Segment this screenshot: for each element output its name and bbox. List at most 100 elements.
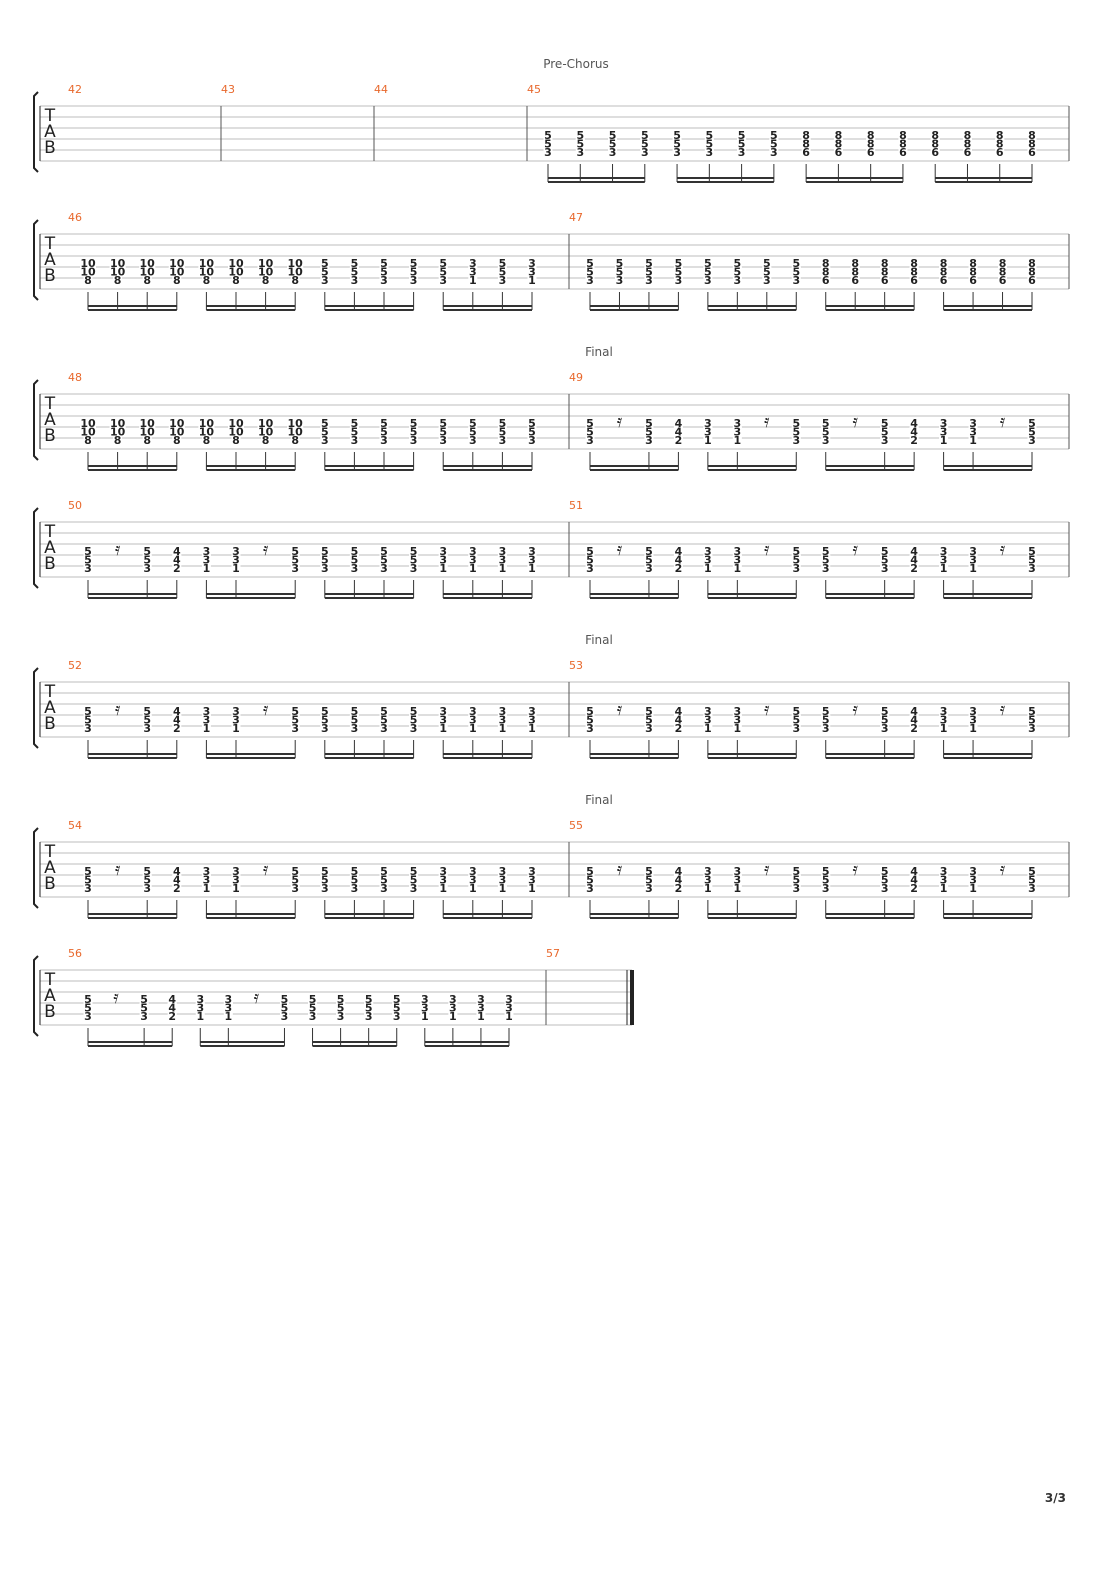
fret-number: 5	[675, 257, 683, 270]
fret-number: 3	[232, 714, 240, 727]
fret-mask	[909, 555, 919, 564]
fret-number: 8	[262, 434, 270, 447]
fret-mask	[640, 130, 650, 140]
fret-number: 5	[822, 714, 830, 727]
fret-number: 6	[940, 274, 948, 287]
fret-mask	[791, 875, 801, 884]
fret-mask	[939, 866, 949, 876]
fret-number: 10	[110, 417, 126, 430]
fret-mask	[732, 555, 742, 564]
tab-letter: A	[44, 250, 56, 270]
fret-number: 5	[410, 266, 418, 279]
fret-mask	[139, 1011, 149, 1021]
fret-mask	[644, 563, 654, 573]
beam	[825, 593, 915, 595]
fret-mask	[673, 883, 683, 893]
fret-number: 5	[706, 129, 714, 142]
fret-number: 5	[792, 714, 800, 727]
fret-mask	[497, 563, 507, 573]
fret-mask	[468, 563, 478, 573]
sixteenth-rest: 𝄿	[617, 699, 623, 720]
fret-number: 5	[881, 417, 889, 430]
fret-number: 8	[203, 274, 211, 287]
fret-number: 1	[940, 882, 948, 895]
fret-number: 3	[143, 722, 151, 735]
fret-number: 1	[969, 562, 977, 575]
fret-number: 8	[899, 129, 907, 142]
fret-mask	[821, 435, 831, 445]
fret-number: 5	[586, 426, 594, 439]
fret-number: 4	[675, 714, 683, 727]
fret-mask	[497, 258, 507, 268]
fret-mask	[1027, 563, 1037, 573]
sixteenth-rest: 𝄿	[115, 859, 121, 880]
beam	[443, 465, 532, 467]
fret-mask	[821, 883, 831, 893]
fret-mask	[420, 1011, 430, 1021]
fret-mask	[703, 723, 713, 733]
fret-number: 3	[365, 1010, 373, 1023]
fret-mask	[762, 258, 772, 268]
fret-mask	[614, 267, 624, 276]
fret-mask	[644, 418, 654, 428]
fret-number: 3	[232, 554, 240, 567]
beam	[324, 469, 414, 471]
fret-mask	[497, 427, 507, 436]
fret-number: 5	[586, 417, 594, 430]
fret-number: 5	[309, 1002, 317, 1015]
fret-number: 5	[881, 865, 889, 878]
fret-mask	[909, 546, 919, 556]
fret-mask	[673, 267, 683, 276]
fret-mask	[995, 147, 1005, 157]
fret-number: 10	[80, 257, 96, 270]
fret-number: 10	[80, 266, 96, 279]
fret-number: 3	[645, 274, 653, 287]
fret-mask	[930, 130, 940, 140]
fret-number: 10	[258, 257, 274, 270]
fret-mask	[201, 883, 211, 893]
fret-mask	[231, 555, 241, 564]
tab-system: FinalTAB54553𝄿553442331331𝄿5535535535535…	[33, 793, 1070, 919]
fret-mask	[939, 275, 949, 285]
fret-mask	[791, 418, 801, 428]
fret-number: 4	[910, 874, 918, 887]
fret-mask	[704, 147, 714, 157]
fret-number: 5	[499, 257, 507, 270]
fret-number: 1	[196, 1010, 204, 1023]
fret-mask	[880, 875, 890, 884]
fret-number: 4	[675, 417, 683, 430]
fret-number: 5	[143, 705, 151, 718]
beam	[943, 593, 1032, 595]
fret-mask	[257, 267, 274, 276]
fret-number: 5	[84, 1002, 92, 1015]
fret-number: 4	[173, 874, 181, 887]
fret-number: 3	[969, 545, 977, 558]
fret-mask	[379, 723, 389, 733]
fret-number: 3	[969, 865, 977, 878]
tab-letter: T	[44, 970, 56, 990]
fret-number: 5	[351, 257, 359, 270]
fret-number: 6	[899, 146, 907, 159]
fret-number: 3	[84, 562, 92, 575]
fret-number: 2	[173, 882, 181, 895]
fret-number: 5	[645, 257, 653, 270]
fret-mask	[898, 147, 908, 157]
fret-mask	[438, 723, 448, 733]
fret-mask	[379, 427, 389, 436]
fret-mask	[349, 267, 359, 276]
sixteenth-rest: 𝄿	[115, 539, 121, 560]
fret-number: 3	[792, 434, 800, 447]
fret-mask	[968, 866, 978, 876]
fret-number: 3	[792, 722, 800, 735]
fret-mask	[409, 267, 419, 276]
fret-mask	[379, 866, 389, 876]
fret-number: 3	[499, 274, 507, 287]
fret-number: 3	[410, 274, 418, 287]
measure-number: 55	[569, 819, 583, 832]
beam	[206, 917, 296, 919]
fret-number: 3	[792, 882, 800, 895]
fret-mask	[83, 994, 93, 1004]
fret-number: 6	[969, 274, 977, 287]
fret-mask	[703, 258, 713, 268]
fret-mask	[939, 555, 949, 564]
